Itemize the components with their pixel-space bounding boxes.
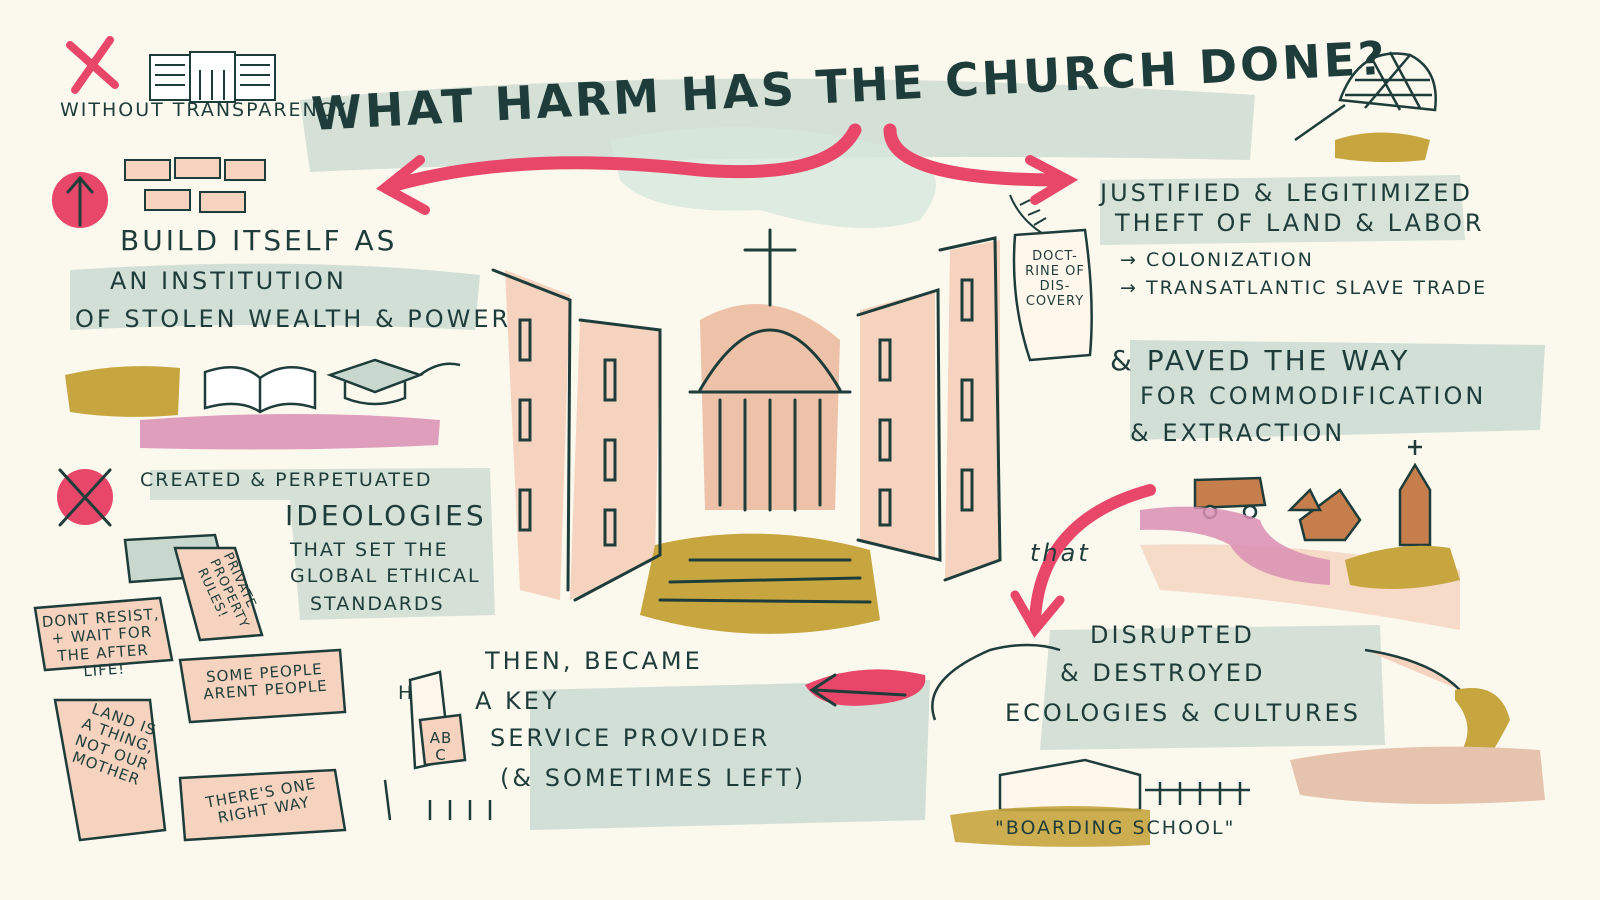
bricks-icon (125, 158, 265, 212)
paved-heading: & PAVED the WAY (1110, 345, 1411, 377)
ideologies-line-3: THAT SET the (290, 540, 449, 562)
ideologies-line-1: CREATED & PERPETUATED (140, 470, 433, 492)
boarding-school-label: "BOARDING SCHOOL" (995, 818, 1235, 840)
abc-sign: AB C (424, 730, 458, 765)
brown-ground (1290, 747, 1545, 804)
paved-line-2: FOR COMMODIFICATION (1140, 383, 1486, 411)
without-transparency-label: WITHOUT TRANSPARENCY (60, 100, 270, 122)
boarding-school-icon (1000, 760, 1250, 810)
that-connector: that (1030, 540, 1091, 568)
build-line-3: OF STOLEN WEALTH & POWER (75, 306, 511, 334)
excavator-icon (1290, 490, 1360, 540)
service-provider-line: SERVICE PROVIDER (490, 725, 770, 753)
mustard-grid-swatch (65, 366, 180, 417)
justified-line-2: THEFT of LAND & LABOR (1115, 210, 1485, 238)
result-slave-trade: → TRANSATLANTIC SLAVE TRADE (1120, 278, 1487, 300)
ideologies-line-5: STANDARDS (310, 594, 445, 616)
build-line-2: AN INSTITUTION (110, 268, 347, 296)
ideologies-line-4: GLOBAL ETHICAL (290, 566, 481, 588)
doctrine-of-discovery-scroll: DOCT-RINE of DIS-COVERY (1025, 250, 1085, 310)
sometimes-left-line: (& SOMETIMES LEFT) (500, 765, 806, 793)
a-key-line: a KEY (475, 688, 560, 716)
graduation-cap-icon (330, 360, 460, 404)
red-x-mark (70, 40, 115, 90)
mustard-log (1345, 546, 1460, 589)
chapel-icon (1400, 440, 1430, 545)
disrupted-line-2: & DESTROYED (1060, 660, 1265, 688)
result-colonization: → COLONIZATION (1120, 250, 1314, 272)
then-became-line: THEN, BECAME (485, 648, 703, 676)
disrupted-line-3: ECOLOGIES & CULTURES (1005, 700, 1361, 728)
building-icon (150, 52, 275, 102)
build-heading: BUILD itself as (120, 225, 397, 257)
mauve-swatch (140, 414, 440, 449)
book-icon (205, 367, 315, 412)
note-dont-resist: DONT RESIST, + WAIT FOR the AFTER LIFE! (38, 606, 168, 684)
mustard-ground (1335, 133, 1430, 163)
paved-line-3: & EXTRACTION (1130, 420, 1345, 448)
hospital-h-sign: H (398, 683, 414, 705)
church-illustration (493, 230, 1000, 634)
justified-line-1: JUSTIFIED & LEGITIMIZED (1100, 180, 1473, 208)
disrupted-line-1: DISRUPTED (1090, 622, 1255, 650)
ideologies-heading: IDEOLOGIES (285, 500, 487, 532)
